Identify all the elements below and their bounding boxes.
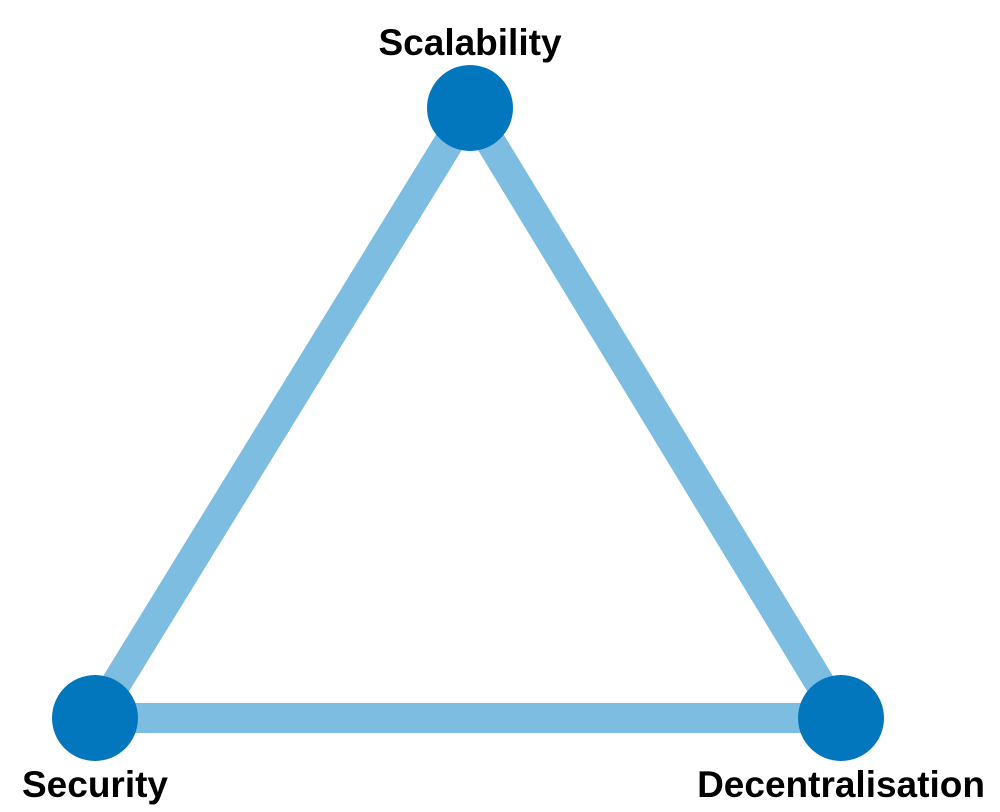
labels-group: Scalability Security Decentralisation xyxy=(22,22,985,805)
label-scalability: Scalability xyxy=(378,22,561,63)
nodes-group xyxy=(52,65,884,761)
node-security xyxy=(52,675,138,761)
edge-scalability-decentralisation xyxy=(457,100,854,726)
node-scalability xyxy=(427,65,513,151)
edges-group xyxy=(82,100,854,733)
node-decentralisation xyxy=(798,675,884,761)
label-decentralisation: Decentralisation xyxy=(697,764,985,805)
edge-scalability-security xyxy=(82,100,483,726)
label-security: Security xyxy=(22,764,168,805)
